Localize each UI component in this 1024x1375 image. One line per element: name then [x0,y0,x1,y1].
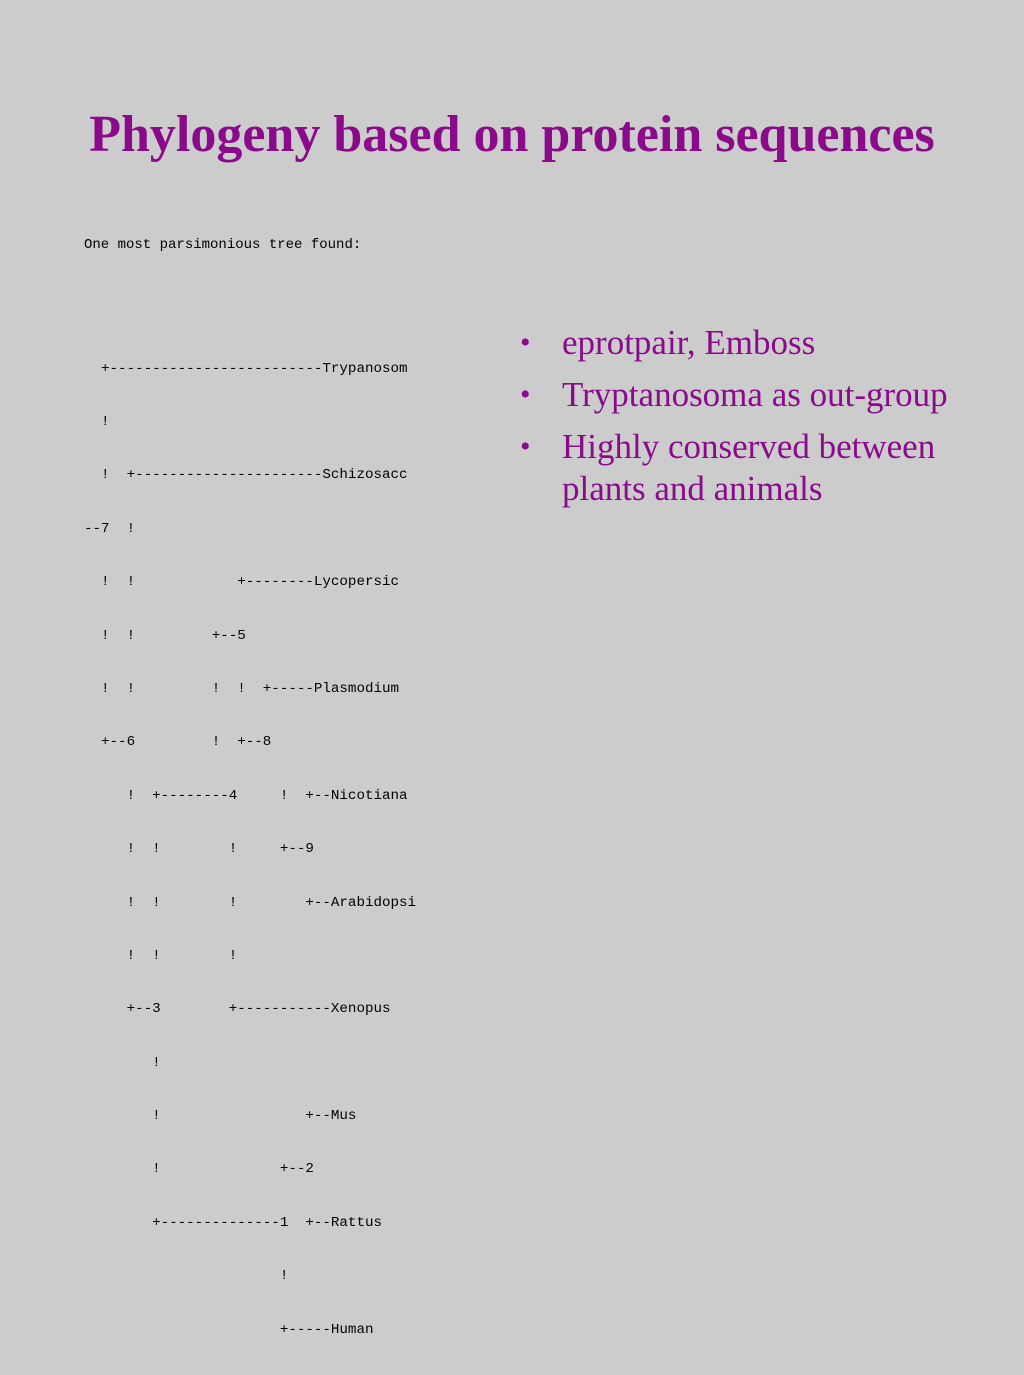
tree-line: ! +--Mus [84,1108,357,1125]
tree-line: ! +--------4 ! +--Nicotiana [84,787,408,804]
slide-title: Phylogeny based on protein sequences [89,106,935,163]
bullet-item: • Tryptanosoma as out-group [518,374,988,416]
tree-line: ! ! +--5 [84,627,246,644]
tree-line: +--3 +-----------Xenopus [84,1001,391,1018]
tree-line: ! ! ! +--9 [84,841,314,858]
tree-line: ! [84,413,110,430]
bullet-list: • eprotpair, Emboss • Tryptanosoma as ou… [518,322,988,520]
tree-line: +-------------------------Trypanosom [84,360,408,377]
tree-line: ! ! +--------Lycopersic [84,574,400,591]
tree-header: One most parsimonious tree found: [84,237,362,253]
bullet-text: eprotpair, Emboss [562,323,816,362]
bullet-dot-icon: • [520,326,531,359]
bullet-dot-icon: • [520,378,531,411]
tree-line: +--------------1 +--Rattus [84,1214,382,1231]
tree-line: ! +----------------------Schizosacc [84,467,408,484]
tree-line: ! [84,1268,289,1285]
bullet-item: • eprotpair, Emboss [518,322,988,364]
bullet-dot-icon: • [520,430,531,463]
bullet-text: Tryptanosoma as out-group [562,375,948,414]
tree-line: +-----Human [84,1321,374,1338]
tree-line: ! ! ! +--Arabidopsi [84,894,417,911]
phylogenetic-tree: +-------------------------Trypanosom ! !… [84,325,416,1375]
bullet-text: Highly conserved between plants and anim… [562,427,936,508]
tree-line: ! ! ! [84,947,238,964]
tree-line: +--6 ! +--8 [84,734,272,751]
tree-line: ! +--2 [84,1161,314,1178]
tree-line: ! ! ! ! +-----Plasmodium [84,680,400,697]
tree-line: ! [84,1054,161,1071]
slide: Phylogeny based on protein sequences One… [84,106,988,1338]
bullet-item: • Highly conserved between plants and an… [518,426,988,510]
tree-line: --7 ! [84,520,136,537]
